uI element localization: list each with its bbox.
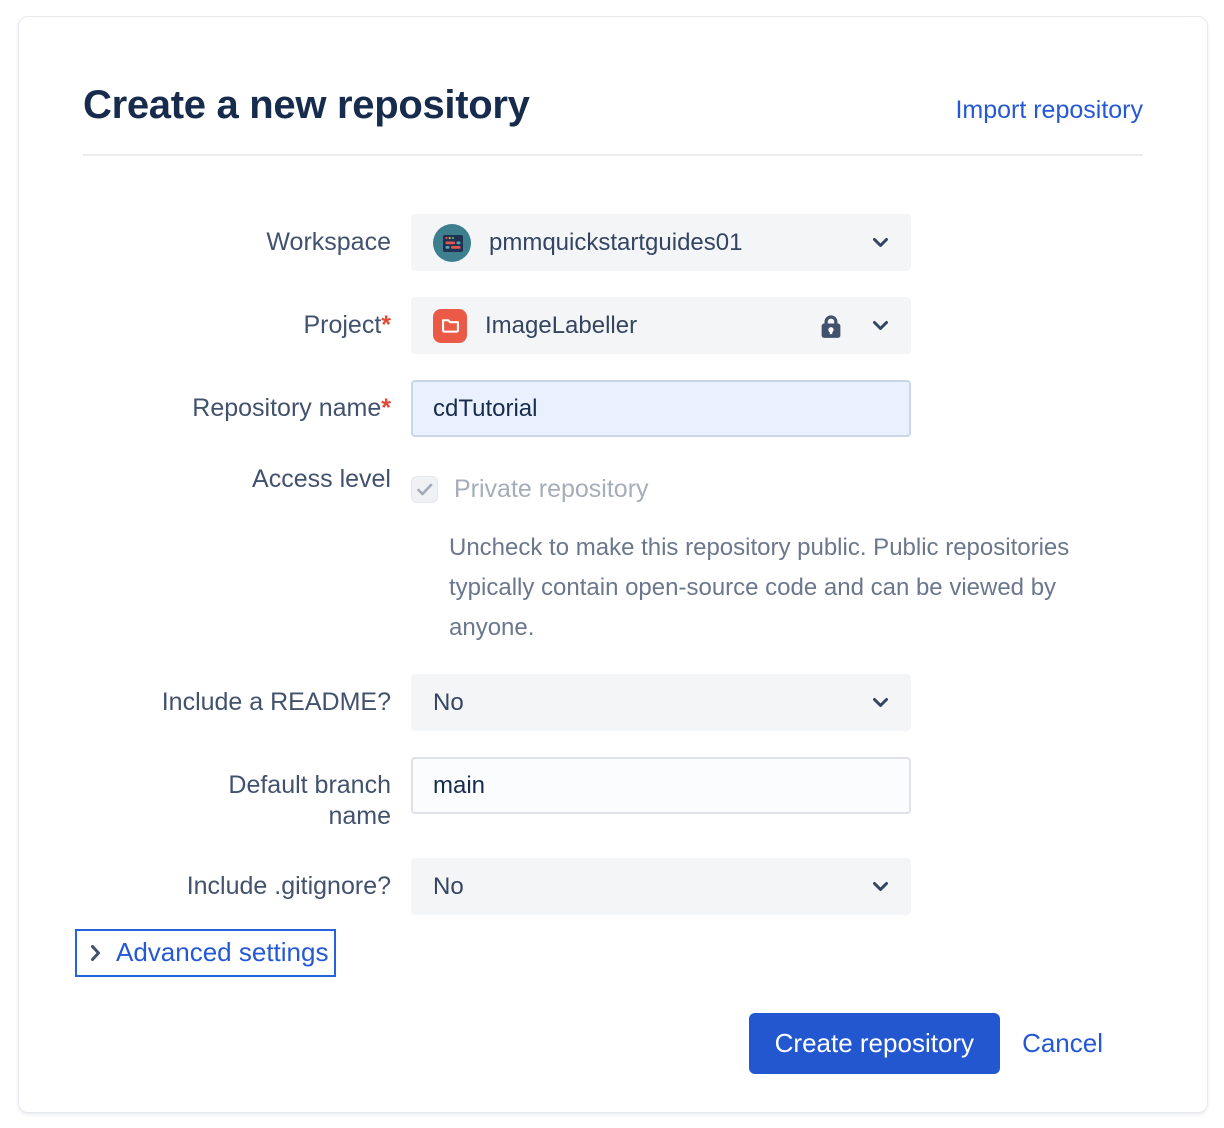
chevron-down-icon: [872, 237, 889, 248]
repository-name-input[interactable]: [411, 380, 911, 437]
page-title: Create a new repository: [83, 83, 530, 127]
include-readme-label: Include a README?: [161, 688, 391, 716]
project-value: ImageLabeller: [485, 311, 638, 339]
default-branch-input[interactable]: [411, 757, 911, 814]
private-repository-checkbox[interactable]: [411, 476, 438, 503]
workspace-label: Workspace: [266, 228, 391, 256]
project-row: Project* ImageLabeller: [83, 297, 1143, 354]
chevron-down-icon: [872, 320, 889, 331]
repository-name-row: Repository name*: [83, 380, 1143, 437]
required-marker: *: [381, 311, 391, 339]
required-marker: *: [381, 394, 391, 422]
workspace-value: pmmquickstartguides01: [489, 228, 743, 256]
private-repository-label: Private repository: [454, 475, 649, 503]
private-repository-option: Private repository: [411, 463, 1143, 504]
advanced-settings-row: Advanced settings: [75, 929, 1143, 977]
project-folder-icon: [433, 308, 467, 343]
create-repository-form: Workspace: [75, 214, 1143, 1074]
include-gitignore-row: Include .gitignore? No: [83, 858, 1143, 915]
chevron-down-icon: [872, 881, 889, 892]
workspace-avatar-icon: [433, 223, 471, 262]
dialog-actions: Create repository Cancel: [83, 1013, 1143, 1074]
workspace-row: Workspace: [83, 214, 1143, 271]
include-gitignore-select[interactable]: No: [411, 858, 911, 915]
default-branch-label: Default branch name: [228, 771, 391, 830]
default-branch-row: Default branch name: [83, 757, 1143, 832]
chevron-down-icon: [872, 697, 889, 708]
advanced-settings-label: Advanced settings: [116, 937, 329, 967]
include-gitignore-value: No: [433, 872, 464, 900]
advanced-settings-toggle[interactable]: Advanced settings: [75, 929, 337, 977]
access-level-row: Access level Private repository Uncheck …: [83, 463, 1143, 648]
repository-name-label: Repository name*: [192, 394, 391, 422]
import-repository-link[interactable]: Import repository: [955, 96, 1143, 124]
dialog-header: Create a new repository Import repositor…: [83, 83, 1143, 128]
create-repository-dialog: Create a new repository Import repositor…: [18, 16, 1208, 1113]
lock-icon: [816, 311, 846, 341]
header-divider: [83, 154, 1143, 156]
access-level-label: Access level: [252, 465, 391, 493]
access-level-description: Uncheck to make this repository public. …: [449, 534, 1070, 641]
workspace-select[interactable]: pmmquickstartguides01: [411, 214, 911, 271]
project-select[interactable]: ImageLabeller: [411, 297, 911, 354]
create-repository-button[interactable]: Create repository: [748, 1013, 1001, 1074]
include-readme-select[interactable]: No: [411, 674, 911, 731]
chevron-right-icon: [90, 944, 101, 962]
project-label: Project*: [303, 311, 391, 339]
include-gitignore-label: Include .gitignore?: [186, 872, 391, 900]
cancel-button[interactable]: Cancel: [1022, 1028, 1103, 1058]
include-readme-value: No: [433, 688, 464, 716]
check-icon: [416, 483, 432, 496]
include-readme-row: Include a README? No: [83, 674, 1143, 731]
